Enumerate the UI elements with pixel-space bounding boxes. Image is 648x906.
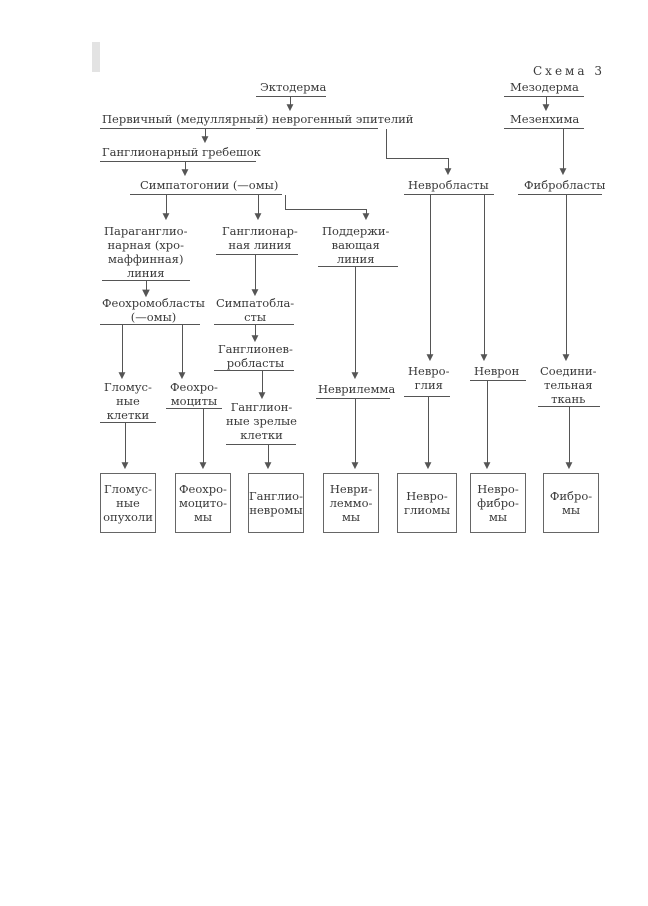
node-glomus-cells: Гломус- ные клетки [104,380,152,422]
node-neurilemma: Неврилемма [318,382,396,396]
node-connective-tissue: Соедини- тельная ткань [540,364,597,406]
node-mesoderm: Мезодерма [510,80,579,94]
node-ganglioneuroblasts: Ганглионев- робласты [218,342,293,370]
node-pheochromoblasts: Феохромобласты (—омы) [102,296,205,324]
node-neuroglia: Невро- глия [408,364,450,392]
tumor-box: Невро- фибро- мы [470,473,526,533]
node-supporting-line: Поддержи- вающая линия [322,224,390,266]
tumor-box: Неври- леммо- мы [323,473,379,533]
tumor-box: Ганглио- невромы [248,473,304,533]
node-neuron: Неврон [474,364,520,378]
node-paraganglionic-line: Параганглио- нарная (хро- маффинная) лин… [104,224,188,280]
tumor-box: Феохро- моцито- мы [175,473,231,533]
node-ganglionic-line: Ганглионар- ная линия [222,224,298,252]
scan-mark [92,42,100,72]
node-ectoderm: Эктодерма [260,80,327,94]
node-sympathogonia: Симпатогонии (—омы) [140,178,279,192]
node-sympathoblasts: Симпатобла- сты [216,296,295,324]
node-fibroblasts: Фибробласты [524,178,606,192]
node-mature-ganglion-cells: Ганглион- ные зрелые клетки [226,400,297,442]
tumor-box: Гломус- ные опухоли [100,473,156,533]
tumor-box: Невро- глиомы [397,473,457,533]
scheme-label: Схема 3 [533,64,605,78]
tumor-box: Фибро- мы [543,473,599,533]
node-neuroblasts: Невробласты [408,178,489,192]
node-pheochromocytes: Феохро- моциты [170,380,218,408]
node-ganglionic-crest: Ганглионарный гребешок [102,145,261,159]
node-mesenchyme: Мезенхима [510,112,580,126]
node-primary-epithelium: Первичный (медуллярный) неврогенный эпит… [102,112,414,126]
